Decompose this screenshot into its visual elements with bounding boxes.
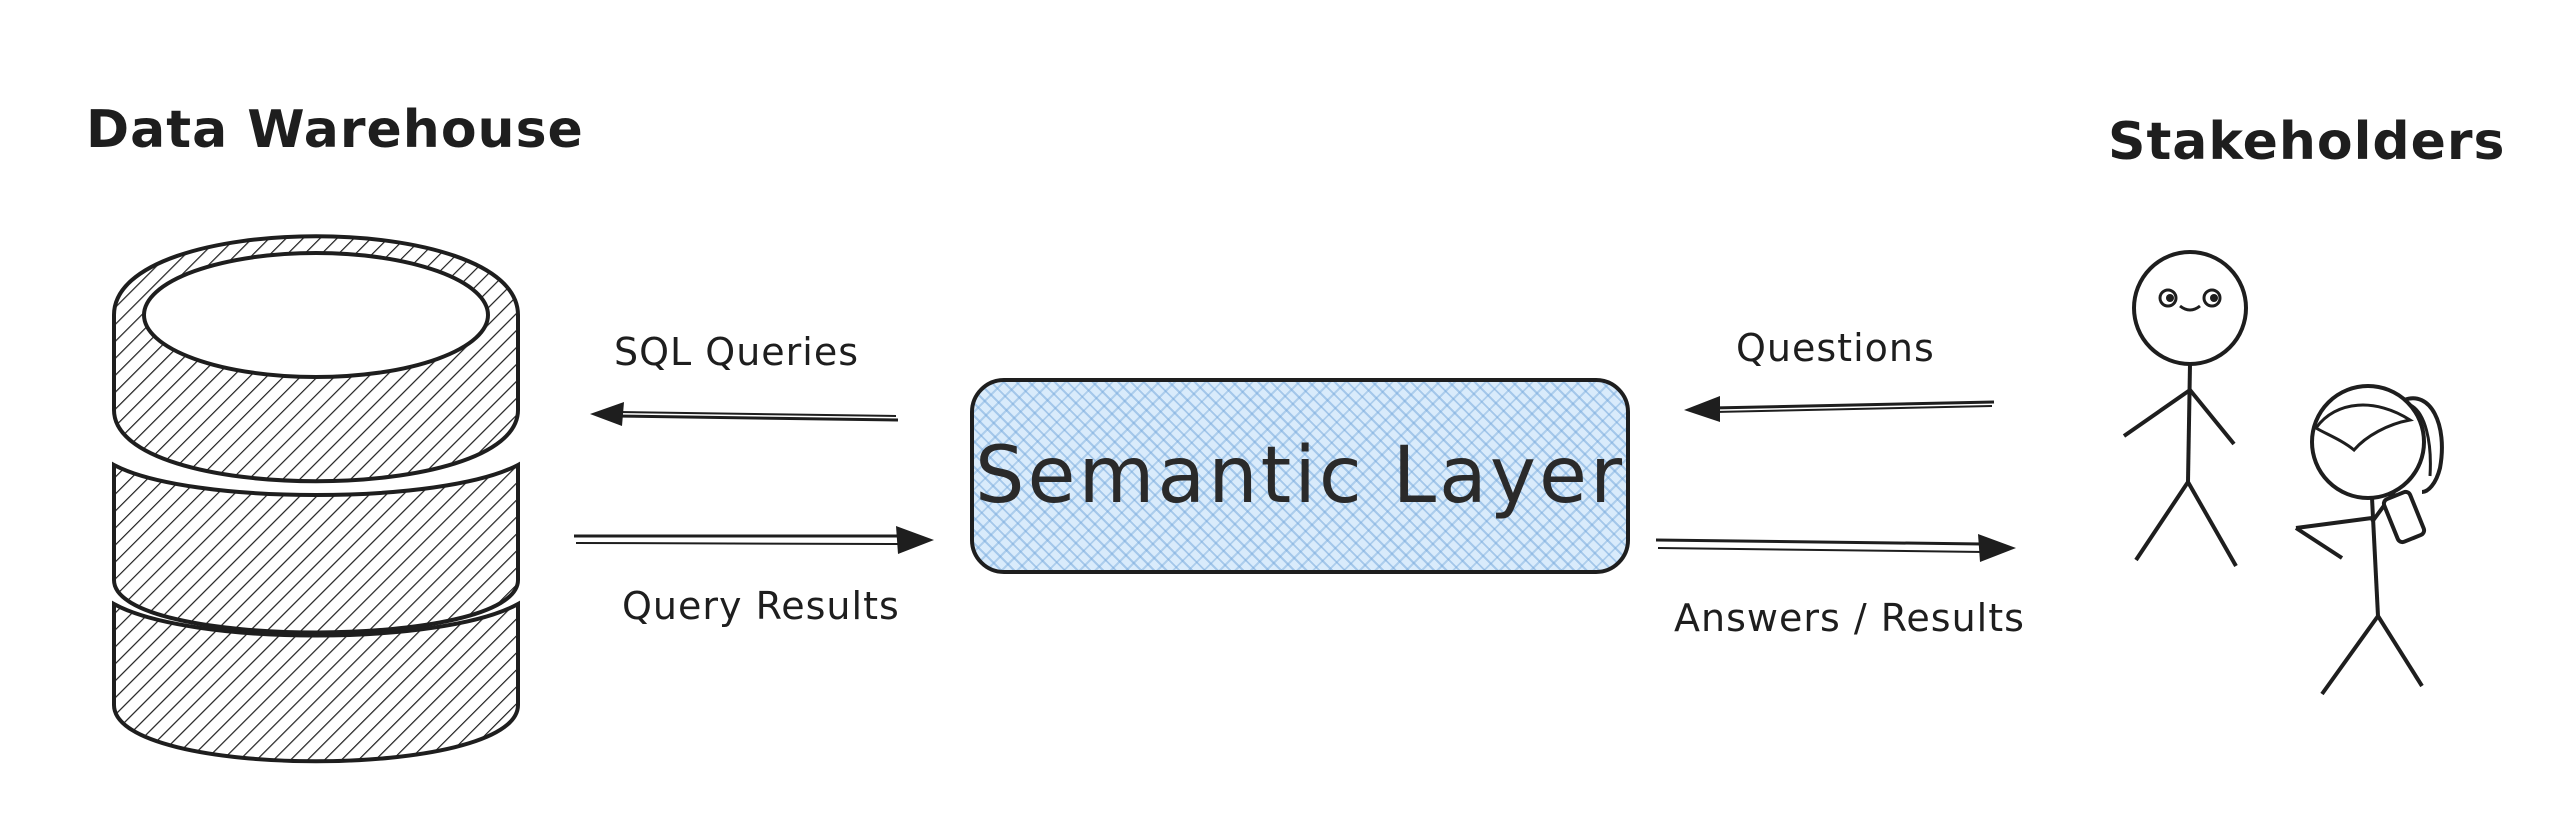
database-middle-segment	[112, 461, 520, 635]
stakeholders-title: Stakeholders	[2108, 112, 2506, 172]
answers-results-arrow	[1655, 534, 2016, 562]
database-icon	[112, 234, 520, 764]
query-results-arrow	[574, 526, 934, 554]
stick-figure-with-phone-icon	[2294, 384, 2444, 696]
semantic-layer-box: Semantic Layer	[970, 378, 1630, 574]
warehouse-title: Data Warehouse	[86, 100, 584, 160]
stick-figure-icon	[2122, 250, 2248, 567]
database-top-opening	[142, 251, 490, 379]
semantic-layer-label: Semantic Layer	[974, 431, 1626, 521]
database-bottom-segment	[112, 600, 520, 764]
sql-queries-label: SQL Queries	[614, 330, 860, 374]
sql-queries-arrow	[590, 402, 899, 426]
phone-icon	[2381, 489, 2427, 545]
answers-results-label: Answers / Results	[1674, 596, 2025, 640]
query-results-label: Query Results	[622, 584, 900, 628]
questions-arrow	[1684, 396, 1995, 422]
questions-label: Questions	[1736, 326, 1935, 370]
